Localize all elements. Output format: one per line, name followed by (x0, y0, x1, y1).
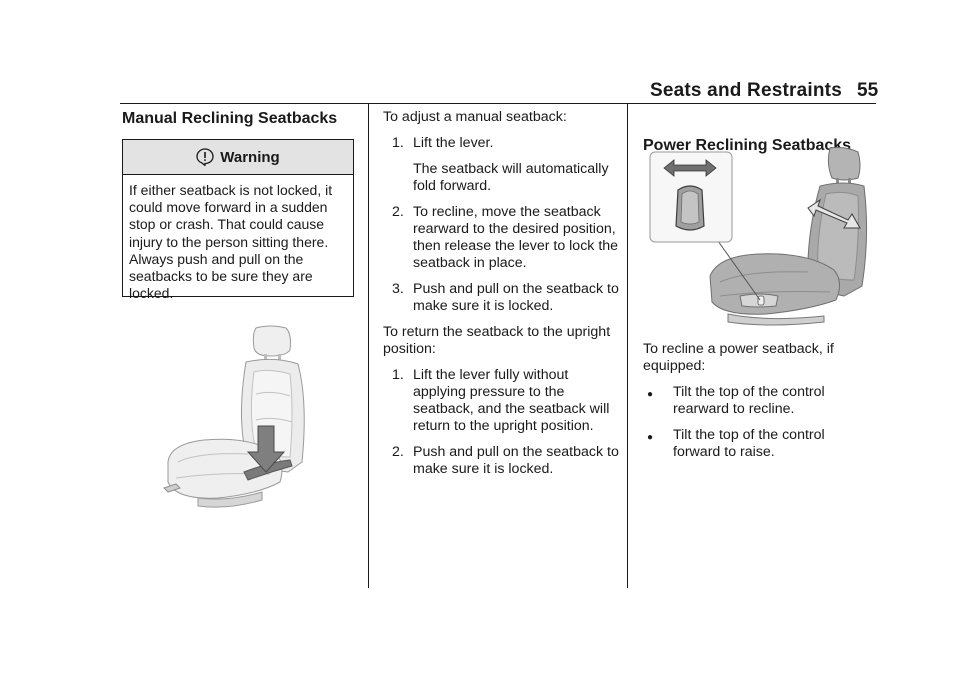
step-number: 1. (392, 367, 404, 383)
manual-reclining-heading: Manual Reclining Seatbacks (122, 110, 338, 127)
column-divider-2 (627, 104, 628, 588)
warning-text: If either seatback is not locked, it cou… (129, 182, 333, 302)
step-text: To recline, move the seatback rearward t… (413, 204, 619, 271)
bullet-text: Tilt the top of the control forward to r… (673, 427, 825, 460)
manual-intro: To adjust a manual seatback: (383, 109, 567, 125)
header-divider (120, 103, 876, 104)
power-reclining-heading: Power Reclining Seatbacks (643, 137, 852, 154)
list-item: ● Tilt the top of the control rearward t… (643, 384, 871, 418)
bullet-text: Tilt the top of the control rearward to … (673, 384, 825, 417)
column-divider-1 (368, 104, 369, 588)
manual-seat-illustration (163, 325, 305, 508)
list-item: 2. To recline, move the seatback rearwar… (383, 204, 619, 272)
middle-column: To adjust a manual seatback: 1. Lift the… (383, 109, 619, 478)
upright-intro: To return the seatback to the upright po… (383, 324, 611, 357)
upright-steps-list: 1. Lift the lever fully without applying… (383, 367, 619, 478)
warning-icon (196, 148, 214, 166)
list-item: 1. Lift the lever fully without applying… (383, 367, 619, 435)
power-intro: To recline a power seatback, if equipped… (643, 341, 834, 374)
step-text: Lift the lever fully without applying pr… (413, 367, 610, 434)
manual-steps-list: 1. Lift the lever. The seatback will aut… (383, 135, 619, 315)
step-number: 2. (392, 204, 404, 220)
warning-title: Warning (220, 148, 280, 166)
warning-box: Warning If either seatback is not locked… (122, 139, 354, 301)
step-text: Push and pull on the seatback to make su… (413, 444, 619, 477)
page-number: 55 (857, 80, 879, 101)
power-bullets-list: ● Tilt the top of the control rearward t… (643, 384, 871, 461)
list-item: ● Tilt the top of the control forward to… (643, 427, 871, 461)
step-note: The seatback will automatically fold for… (413, 161, 609, 194)
right-column: To recline a power seatback, if equipped… (643, 341, 871, 461)
list-item: 1. Lift the lever. The seatback will aut… (383, 135, 619, 195)
list-item: 2. Push and pull on the seatback to make… (383, 444, 619, 478)
step-text: Lift the lever. (413, 135, 494, 151)
bullet-mark: ● (647, 432, 654, 443)
warning-header: Warning (123, 140, 353, 175)
step-number: 1. (392, 135, 404, 151)
step-number: 2. (392, 444, 404, 460)
step-number: 3. (392, 281, 404, 297)
power-seat-illustration (649, 147, 868, 326)
list-item: 3. Push and pull on the seatback to make… (383, 281, 619, 315)
section-title: Seats and Restraints (650, 80, 842, 101)
bullet-mark: ● (647, 389, 654, 400)
step-text: Push and pull on the seatback to make su… (413, 281, 619, 314)
